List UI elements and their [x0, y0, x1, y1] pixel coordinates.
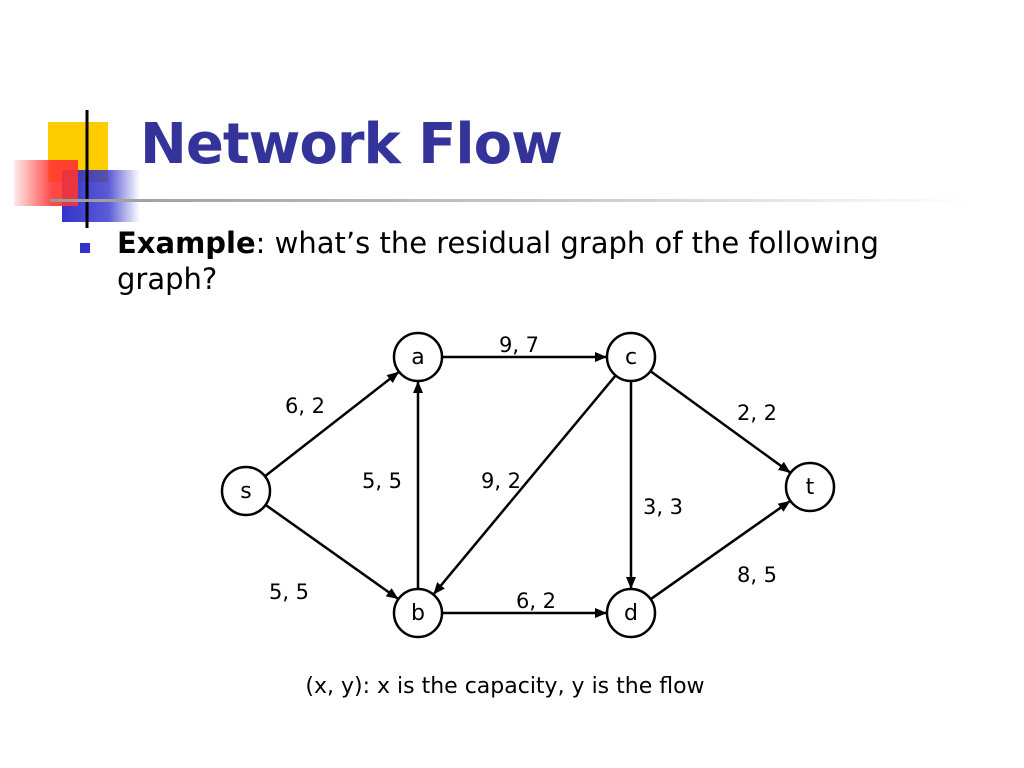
node-s — [220, 465, 272, 517]
edge-label-c-d: 3, 3 — [643, 495, 683, 519]
edge-s-b — [264, 503, 399, 600]
edge-label-d-t: 8, 5 — [737, 563, 777, 587]
edge-label-s-a: 6, 2 — [285, 394, 325, 418]
edge-d-t — [649, 500, 791, 601]
edge-c-b — [433, 374, 617, 595]
node-label-a: a — [411, 345, 424, 370]
node-a — [392, 331, 444, 383]
edge-c-t — [649, 370, 791, 474]
slide-title: Network Flow — [140, 112, 563, 177]
edge-label-c-t: 2, 2 — [737, 401, 777, 425]
deco-red-square — [14, 160, 78, 206]
node-c — [605, 331, 657, 383]
node-label-t: t — [806, 475, 815, 500]
corner-decoration — [14, 110, 140, 228]
edge-label-b-d: 6, 2 — [516, 589, 556, 613]
edge-label-c-b: 9, 2 — [481, 469, 521, 493]
bullet-bold-text: Example — [117, 226, 256, 260]
node-label-d: d — [624, 601, 638, 626]
node-t — [784, 461, 836, 513]
edge-label-b-a: 5, 5 — [362, 469, 402, 493]
node-d — [605, 587, 657, 639]
edge-label-s-b: 5, 5 — [269, 580, 309, 604]
node-label-b: b — [411, 601, 425, 626]
bullet-rest-text: : what’s the residual graph of the follo… — [117, 226, 879, 296]
node-label-c: c — [625, 345, 637, 370]
diagram-caption: (x, y): x is the capacity, y is the flow — [305, 674, 705, 699]
bullet-marker — [80, 243, 90, 253]
edge-s-a — [264, 371, 400, 478]
title-underline — [50, 199, 970, 202]
bullet-text: Example: what’s the residual graph of th… — [117, 225, 937, 297]
node-b — [392, 587, 444, 639]
node-label-s: s — [240, 479, 251, 504]
edge-label-a-c: 9, 7 — [499, 333, 539, 357]
